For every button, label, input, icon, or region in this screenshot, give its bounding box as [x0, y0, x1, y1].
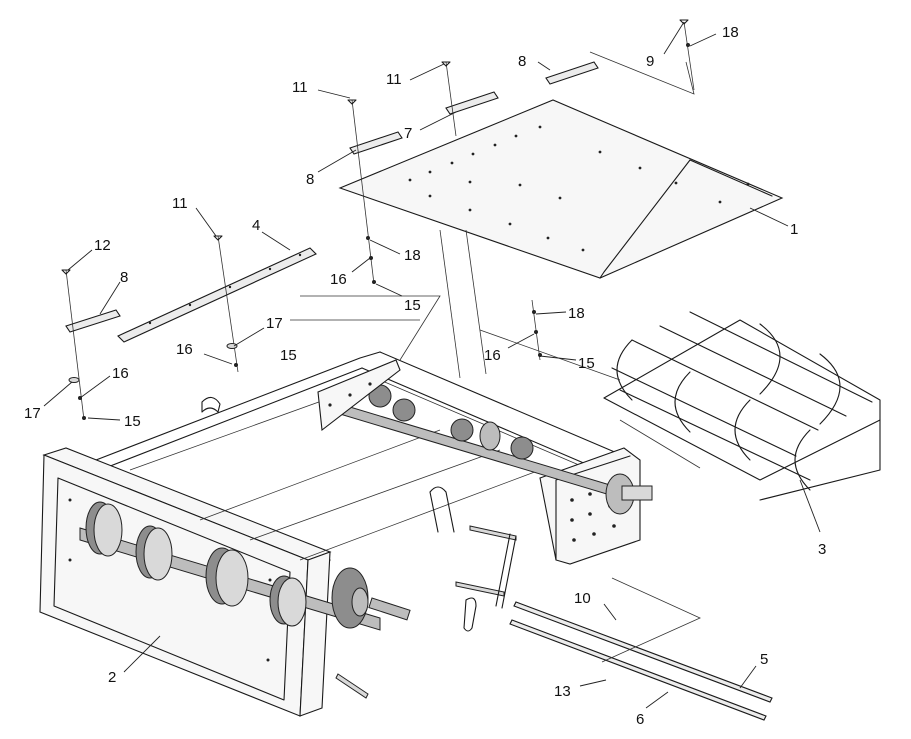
- callout-10: 10: [574, 590, 591, 607]
- blade-bar-upper: [513, 601, 773, 703]
- fastener-stack-right: [531, 299, 542, 361]
- callout-17-b: 17: [24, 405, 41, 422]
- callout-3: 3: [818, 541, 826, 558]
- callout-8-left: 8: [120, 269, 128, 286]
- fastener-stack-top-right: [679, 19, 695, 91]
- fastener-stack-center: [347, 99, 376, 285]
- u-bolt: [201, 396, 455, 533]
- callout-16-a: 16: [330, 271, 347, 288]
- lynch-pin: [463, 597, 477, 632]
- callout-11-top: 11: [386, 71, 402, 88]
- callout-8-top: 8: [518, 53, 526, 70]
- callout-12: 12: [94, 237, 111, 254]
- strip-plate-top-right: [545, 61, 599, 85]
- callout-15-b: 15: [280, 347, 297, 364]
- callout-17-a: 17: [266, 315, 283, 332]
- callout-16-d: 16: [484, 347, 501, 364]
- callout-labels: 1 2 3 4 5 6 7 8 8 8 9 10 11 11 11 12 13 …: [24, 24, 826, 728]
- strip-plate-left: [65, 309, 121, 333]
- callout-5: 5: [760, 651, 768, 668]
- callout-9: 9: [646, 53, 654, 70]
- chain-conveyor: [603, 311, 881, 501]
- leader-lines: [43, 21, 821, 709]
- callout-18-b: 18: [404, 247, 421, 264]
- long-bar: [117, 247, 317, 343]
- callout-1: 1: [790, 221, 798, 238]
- callout-6: 6: [636, 711, 644, 728]
- lever-arm: [335, 525, 517, 699]
- side-bracket: [317, 359, 401, 432]
- fastener-stack-center-left: [213, 235, 239, 373]
- strip-plate-top-middle: [445, 91, 499, 115]
- callout-16-b: 16: [176, 341, 193, 358]
- callout-18-a: 18: [722, 24, 739, 41]
- callout-15-d: 15: [578, 355, 595, 372]
- callout-16-c: 16: [112, 365, 129, 382]
- callout-13: 13: [554, 683, 571, 700]
- callout-15-c: 15: [124, 413, 141, 430]
- reference-lines: [290, 51, 701, 663]
- blade-bar-lower: [509, 619, 767, 721]
- fastener-stack-left: [61, 269, 86, 421]
- roller-shaft: [79, 501, 411, 631]
- callout-15-a: 15: [404, 297, 421, 314]
- sprocket-shaft: [319, 384, 653, 515]
- callout-11-middle: 11: [292, 79, 308, 96]
- callout-2: 2: [108, 669, 116, 686]
- callout-11-left: 11: [172, 195, 188, 212]
- cover-plate: [338, 99, 784, 279]
- fastener-stack-top-middle: [441, 61, 457, 137]
- callout-8-middle: 8: [306, 171, 314, 188]
- callout-7: 7: [404, 125, 412, 142]
- callout-18-c: 18: [568, 305, 585, 322]
- callout-4: 4: [252, 217, 260, 234]
